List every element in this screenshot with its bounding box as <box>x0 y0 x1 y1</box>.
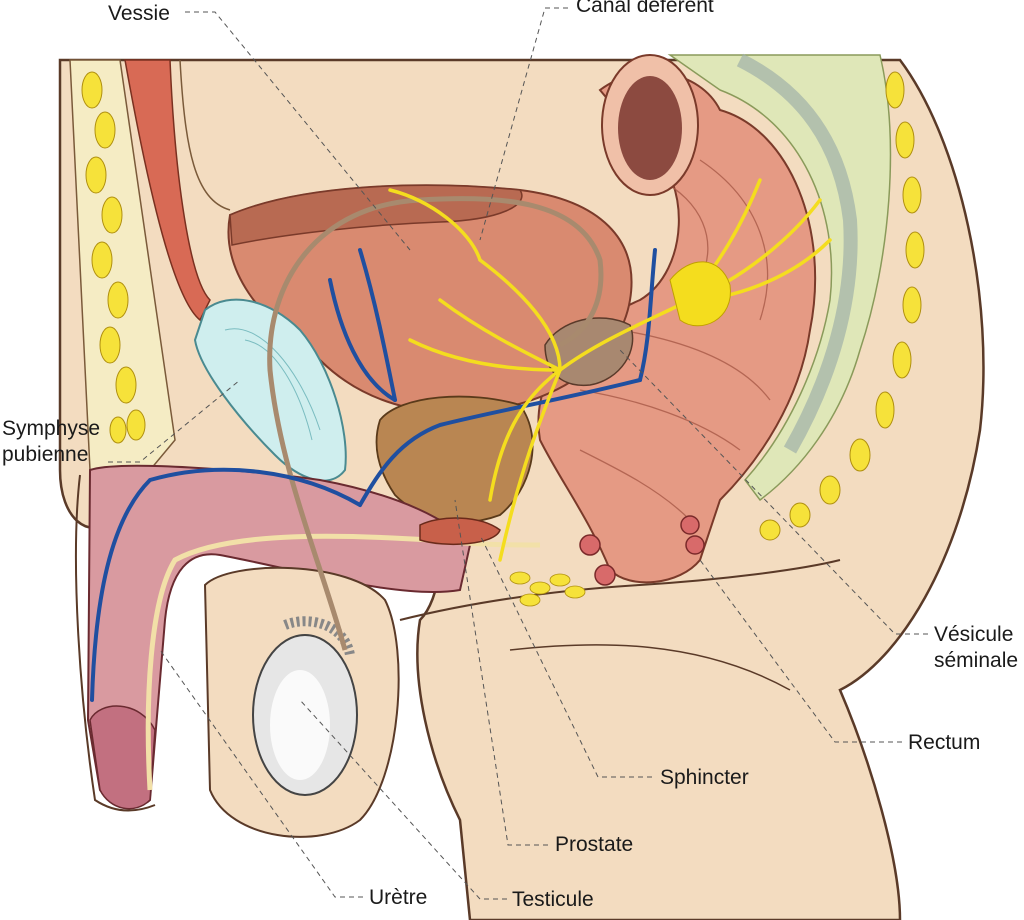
perineal-fat <box>509 571 586 607</box>
rectum <box>537 71 817 584</box>
epididymis <box>283 616 355 657</box>
glans <box>89 705 156 810</box>
leader-sphincter <box>479 534 652 778</box>
label-prostate: Prostate <box>555 833 634 856</box>
rectum-lumen-inner <box>618 76 682 180</box>
label-sphincter: Sphincter <box>660 766 749 789</box>
vas-deferens <box>267 196 604 651</box>
fat-lobules-right <box>759 71 925 541</box>
leader-prostate <box>454 499 548 846</box>
label-canal-deferent: Canal déférent <box>576 0 714 17</box>
leader-symphyse <box>108 379 241 463</box>
label-testicule: Testicule <box>512 888 594 911</box>
label-uretre: Urètre <box>369 886 428 909</box>
leader-testicule <box>299 699 507 900</box>
prostate <box>375 395 534 523</box>
label-symphyse-line1: Symphyse <box>2 417 101 440</box>
label-symphyse-line2: pubienne <box>2 443 89 466</box>
pelvic-ganglion <box>669 261 731 327</box>
penis-shaft-skin <box>74 474 156 812</box>
label-vesicule-seminale: Vésicule séminale <box>934 622 1018 674</box>
fat-lobules-left <box>81 71 146 444</box>
anal-sphincter <box>579 515 705 586</box>
testis-highlight <box>270 670 330 780</box>
leader-vesicule <box>619 349 928 635</box>
label-vesicule-line1: Vésicule <box>934 623 1014 646</box>
urethral-sphincter <box>419 517 501 546</box>
label-vessie: Vessie <box>108 2 170 25</box>
symphysis-rings <box>224 328 321 441</box>
colon-green-inner <box>736 53 858 454</box>
perineum-fold <box>399 559 841 621</box>
peritoneum-line <box>179 59 231 211</box>
leader-canal-deferent <box>479 7 568 241</box>
buttock-line <box>509 644 791 691</box>
label-rectum: Rectum <box>908 731 981 754</box>
leader-vessie <box>185 11 411 251</box>
leader-uretre <box>159 649 363 898</box>
leader-lines <box>108 7 928 900</box>
label-vesicule-line2: séminale <box>934 649 1019 672</box>
label-symphyse-pubienne: Symphyse pubienne <box>2 416 100 468</box>
leader-rectum <box>699 559 902 743</box>
